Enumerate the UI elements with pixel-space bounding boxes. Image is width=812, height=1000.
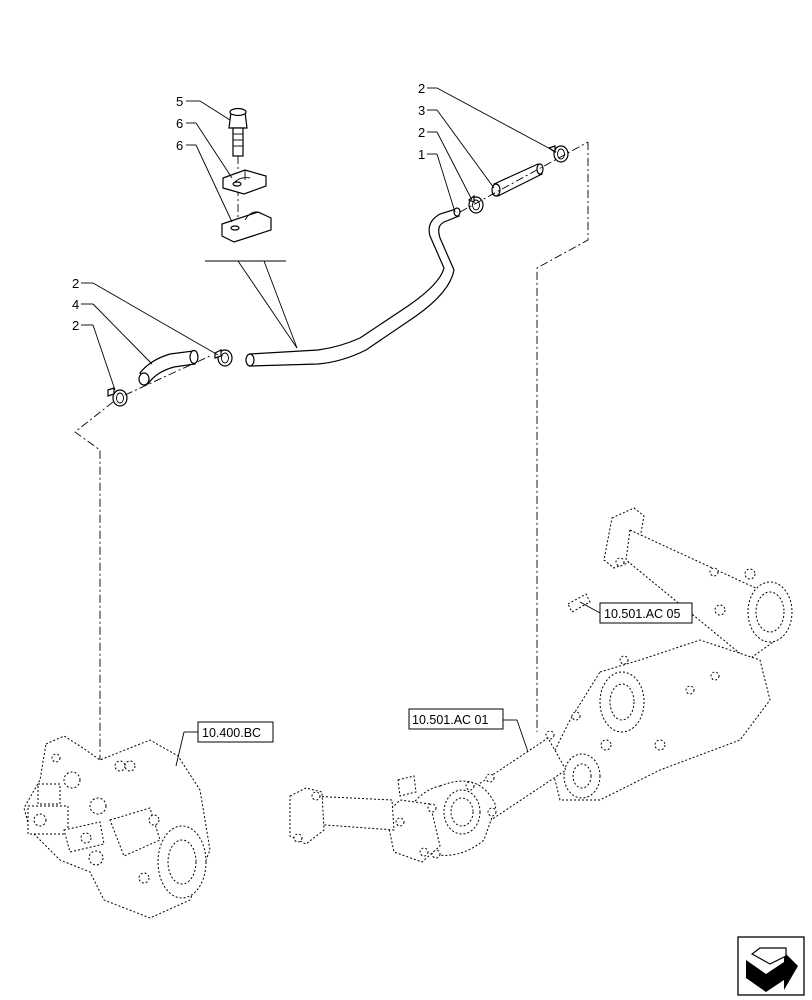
callout-2: 2 xyxy=(418,81,425,96)
main-pipe xyxy=(249,208,460,367)
bolt xyxy=(228,107,248,157)
hose xyxy=(139,350,196,386)
reference-label-ac05[interactable]: 10.501.AC 05 xyxy=(604,607,680,621)
reference-label-ac01[interactable]: 10.501.AC 01 xyxy=(412,713,488,727)
reference-box-ac01[interactable] xyxy=(408,708,504,730)
callout-2: 2 xyxy=(418,125,425,140)
callout-6: 6 xyxy=(176,138,183,153)
reference-box-bc[interactable] xyxy=(197,721,274,743)
pump-assembly xyxy=(23,735,211,919)
reference-box-ac05[interactable] xyxy=(599,602,693,624)
callout-5: 5 xyxy=(176,94,183,109)
hose-clamp-top xyxy=(547,145,569,163)
exhaust-manifold-assembly xyxy=(289,507,793,863)
callout-2: 2 xyxy=(72,276,79,291)
callout-4: 4 xyxy=(72,297,79,312)
callout-1: 1 xyxy=(418,147,425,162)
reference-label-bc[interactable]: 10.400.BC xyxy=(202,726,261,740)
callout-3: 3 xyxy=(418,103,425,118)
callout-6: 6 xyxy=(176,116,183,131)
hose-clamp-left-end xyxy=(107,387,128,407)
callout-2: 2 xyxy=(72,318,79,333)
next-page-arrow-icon[interactable] xyxy=(737,936,805,996)
hose-clamp-left-pipe xyxy=(214,349,233,367)
clamp-half-upper xyxy=(222,169,267,195)
clamp-half-lower xyxy=(221,211,272,243)
